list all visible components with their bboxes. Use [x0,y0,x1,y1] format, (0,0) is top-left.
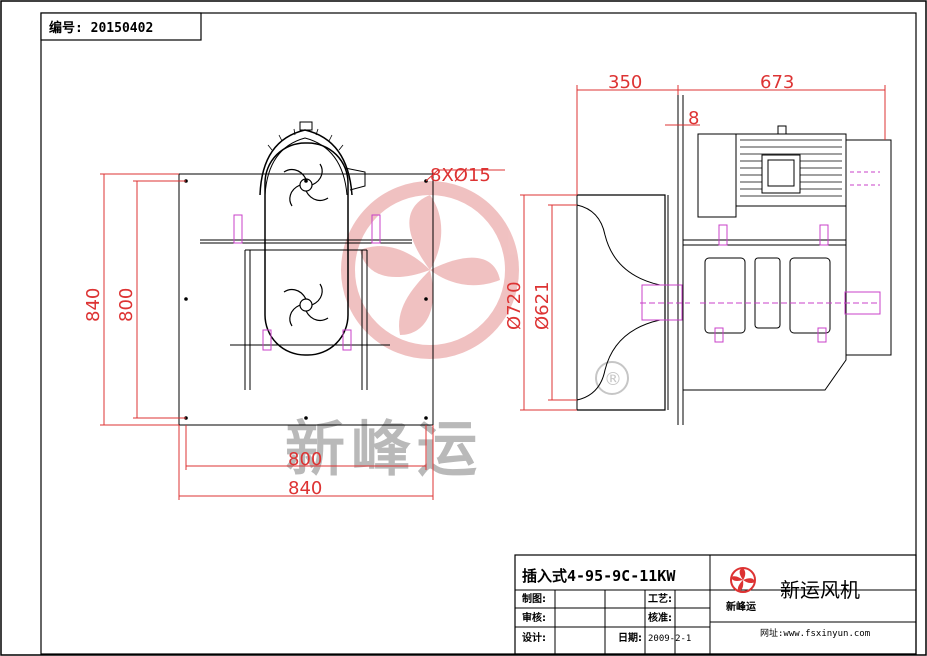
design-label: 设计: [522,631,546,644]
front-dimensions [100,169,505,500]
process-label: 工艺: [648,592,672,605]
front-bolts [233,214,381,351]
dim-height-800: 800 [116,288,137,322]
dim-350: 350 [608,72,642,93]
dim-8: 8 [688,108,699,129]
drawn-label: 制图: [522,592,546,605]
pulley-fan-icon-top [283,163,329,207]
dim-673: 673 [760,72,794,93]
approve-label: 核准: [648,611,672,624]
watermark-text: 新峰运 [285,415,483,485]
code-box [40,12,202,41]
dim-width-840: 840 [288,478,322,499]
date-value: 2009-2-1 [648,634,691,644]
title-block [514,554,917,655]
holes-callout: 8XØ15 [430,165,491,186]
front-plate [178,173,434,426]
pulley-fan-icon-bottom [283,283,329,327]
dim-dia-621: Ø621 [532,281,553,330]
side-bolts [714,224,829,343]
brand-name: 新运风机 [780,578,860,602]
front-view [178,121,434,426]
side-view [576,95,892,425]
model-title: 插入式4-95-9C-11KW [522,567,676,585]
registered-mark: ® [604,369,622,390]
dim-height-840: 840 [83,288,104,322]
date-label: 日期: [618,631,642,644]
side-dimensions [520,85,886,411]
logo-caption: 新峰运 [726,600,756,613]
review-label: 审核: [522,611,546,624]
dim-dia-720: Ø720 [504,281,525,330]
drawing-code: 编号: 20150402 [49,20,153,36]
inner-border [40,12,917,655]
watermark-logo: ® [341,181,629,395]
belt-guard [264,142,349,356]
brand-logo: 新峰运 [726,567,756,613]
dim-width-800: 800 [288,449,322,470]
website: 网址:www.fsxinyun.com [760,627,870,639]
motor-end-cap [697,133,737,218]
